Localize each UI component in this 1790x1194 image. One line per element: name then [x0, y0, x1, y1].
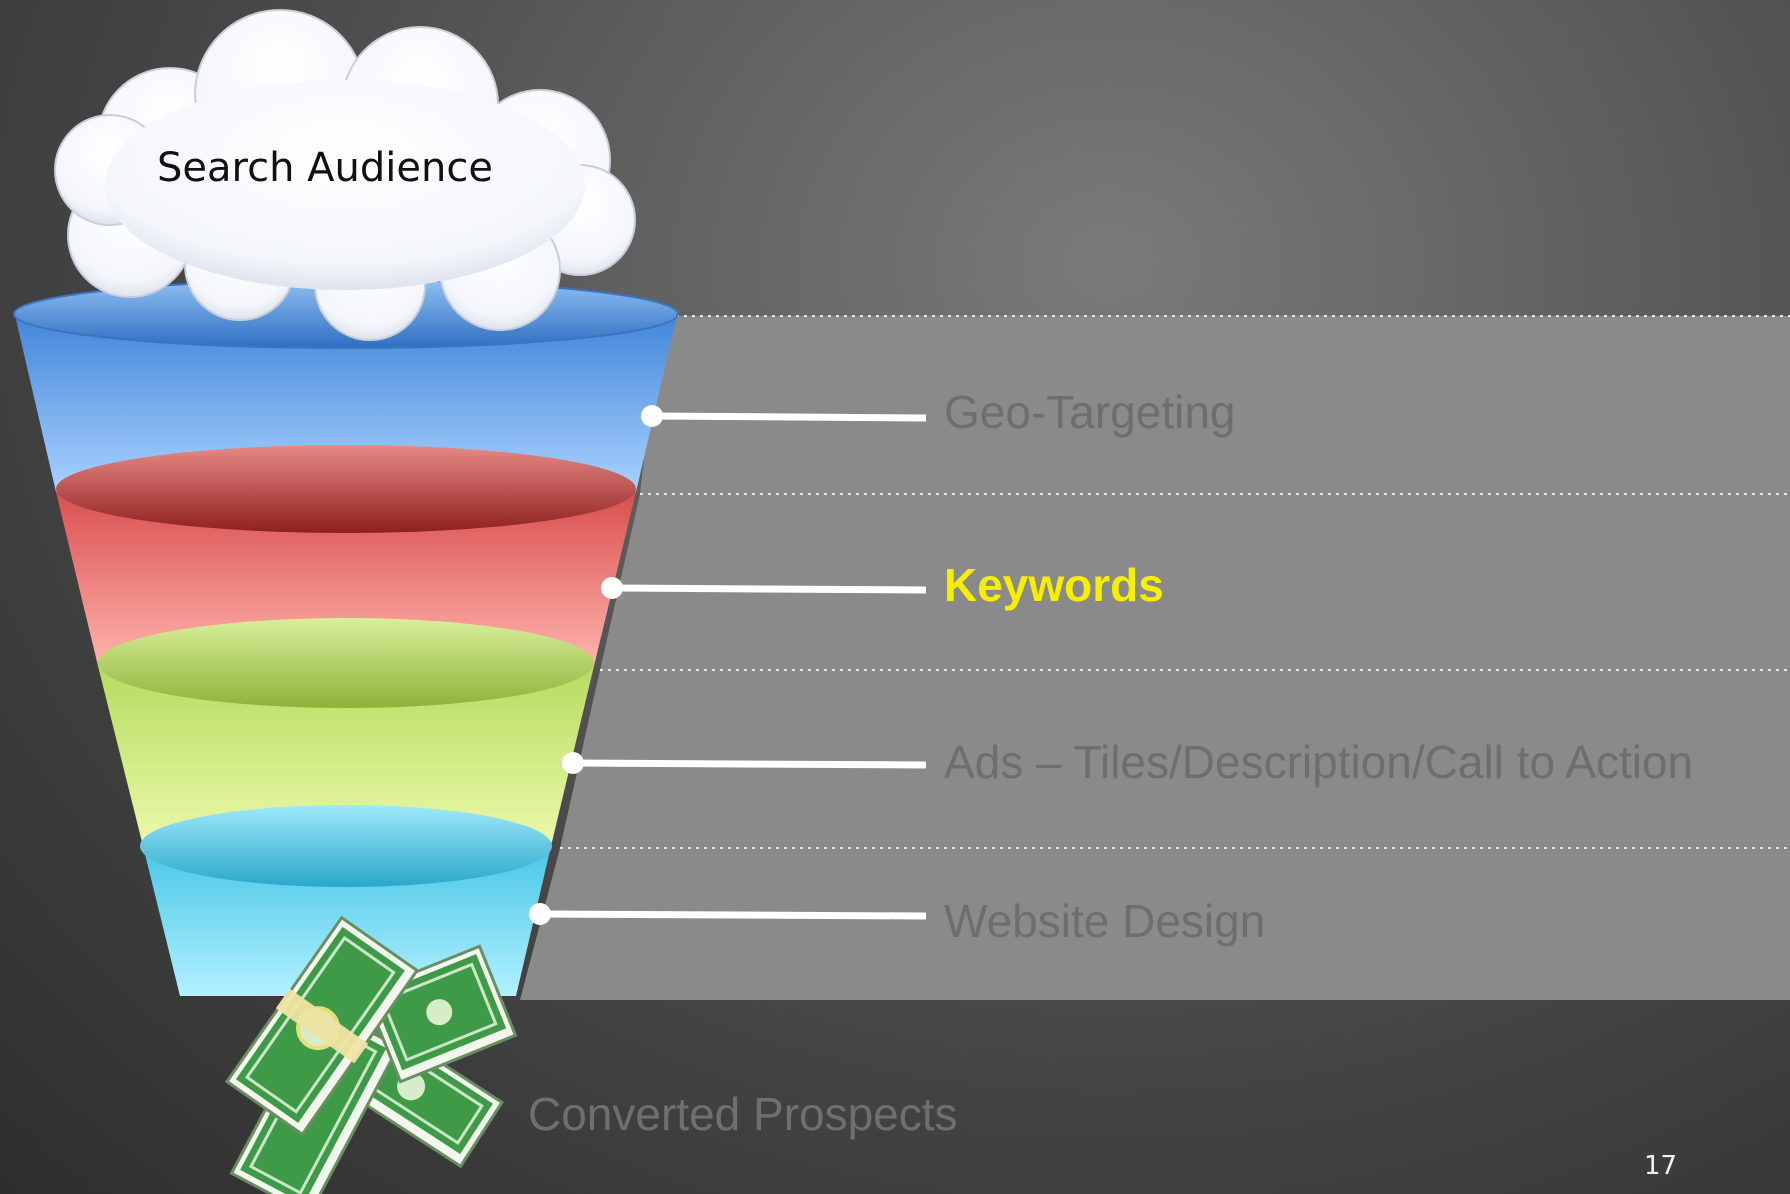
funnel-rim-red [56, 445, 636, 533]
connector-dot-website-design [529, 903, 551, 925]
stage-bands [520, 315, 1790, 1000]
band-website-design [520, 848, 1790, 1000]
money-stack-icon [224, 915, 518, 1194]
connector-dot-keywords [601, 577, 623, 599]
stage-label-website-design: Website Design [944, 895, 1265, 947]
search-audience-cloud: Search Audience [54, 9, 636, 341]
connector-ads [572, 759, 927, 769]
stage-label-keywords: Keywords [944, 559, 1164, 611]
stage-label-geo-targeting: Geo-Targeting [944, 386, 1236, 438]
funnel-segment-red [56, 492, 636, 666]
band-geo-targeting [640, 316, 1790, 494]
stage-labels: Geo-Targeting Keywords Ads – Tiles/Descr… [944, 386, 1693, 947]
band-keywords [600, 494, 1790, 670]
connector-dot-geo-targeting [641, 405, 663, 427]
cloud-label: Search Audience [157, 145, 493, 191]
funnel-rim-green [98, 618, 594, 708]
funnel-segment-green [98, 666, 594, 842]
band-ads [560, 670, 1790, 848]
funnel-segment-blue [14, 311, 678, 492]
connectors [529, 405, 927, 925]
funnel [13, 279, 679, 996]
connector-website-design [539, 910, 927, 920]
connector-dot-ads [562, 752, 584, 774]
connector-geo-targeting [651, 412, 927, 422]
converted-prospects-label: Converted Prospects [528, 1088, 958, 1140]
funnel-rim-cyan [140, 805, 552, 887]
slide-number: 17 [1644, 1151, 1677, 1181]
stage-label-ads: Ads – Tiles/Description/Call to Action [944, 736, 1693, 788]
connector-keywords [611, 584, 927, 594]
